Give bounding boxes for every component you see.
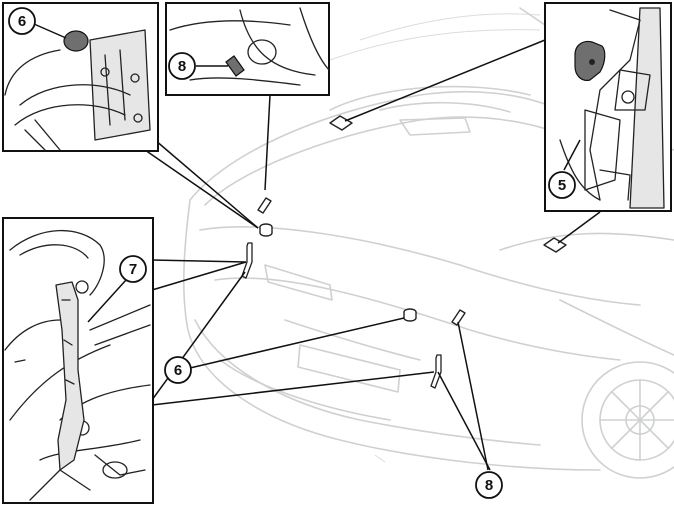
strip-part-8: [225, 55, 245, 77]
inset-strip-detail: 8: [165, 2, 330, 96]
callout-6-bottom-circle: [164, 356, 192, 384]
seal-pad-right: [543, 237, 567, 253]
parts-on-car: [241, 115, 567, 389]
inset-hinge-detail: 5: [544, 2, 672, 212]
callout-5: 5: [558, 177, 566, 194]
callout-8-bottom: 8: [485, 477, 493, 494]
callout-8-top: 8: [178, 58, 186, 75]
inset-catch-detail: 7: [2, 217, 154, 504]
catch-right: [430, 354, 442, 389]
callout-6-top: 6: [18, 13, 26, 30]
buffer-right: [403, 308, 417, 322]
callout-7: 7: [129, 261, 137, 278]
inset-buffer-detail: 6: [2, 2, 159, 152]
callout-6-top-circle: [8, 7, 36, 35]
callout-8-bottom-group: 8: [475, 471, 503, 499]
callout-6-bottom-group: 6: [164, 356, 192, 384]
buffer-left: [259, 223, 273, 237]
strip-left: [257, 197, 272, 214]
callout-8-bottom-circle: [475, 471, 503, 499]
callout-6-bottom: 6: [174, 362, 182, 379]
car-outline: [183, 7, 674, 479]
callout-5-circle: [548, 171, 576, 199]
catch-left: [241, 242, 253, 279]
callout-7-circle: [119, 255, 147, 283]
seal-pad-left: [329, 115, 353, 131]
buffer-part-6: [63, 30, 89, 52]
callout-8-top-circle: [168, 52, 196, 80]
catch-part-7: [55, 281, 85, 471]
strip-right: [451, 309, 466, 326]
